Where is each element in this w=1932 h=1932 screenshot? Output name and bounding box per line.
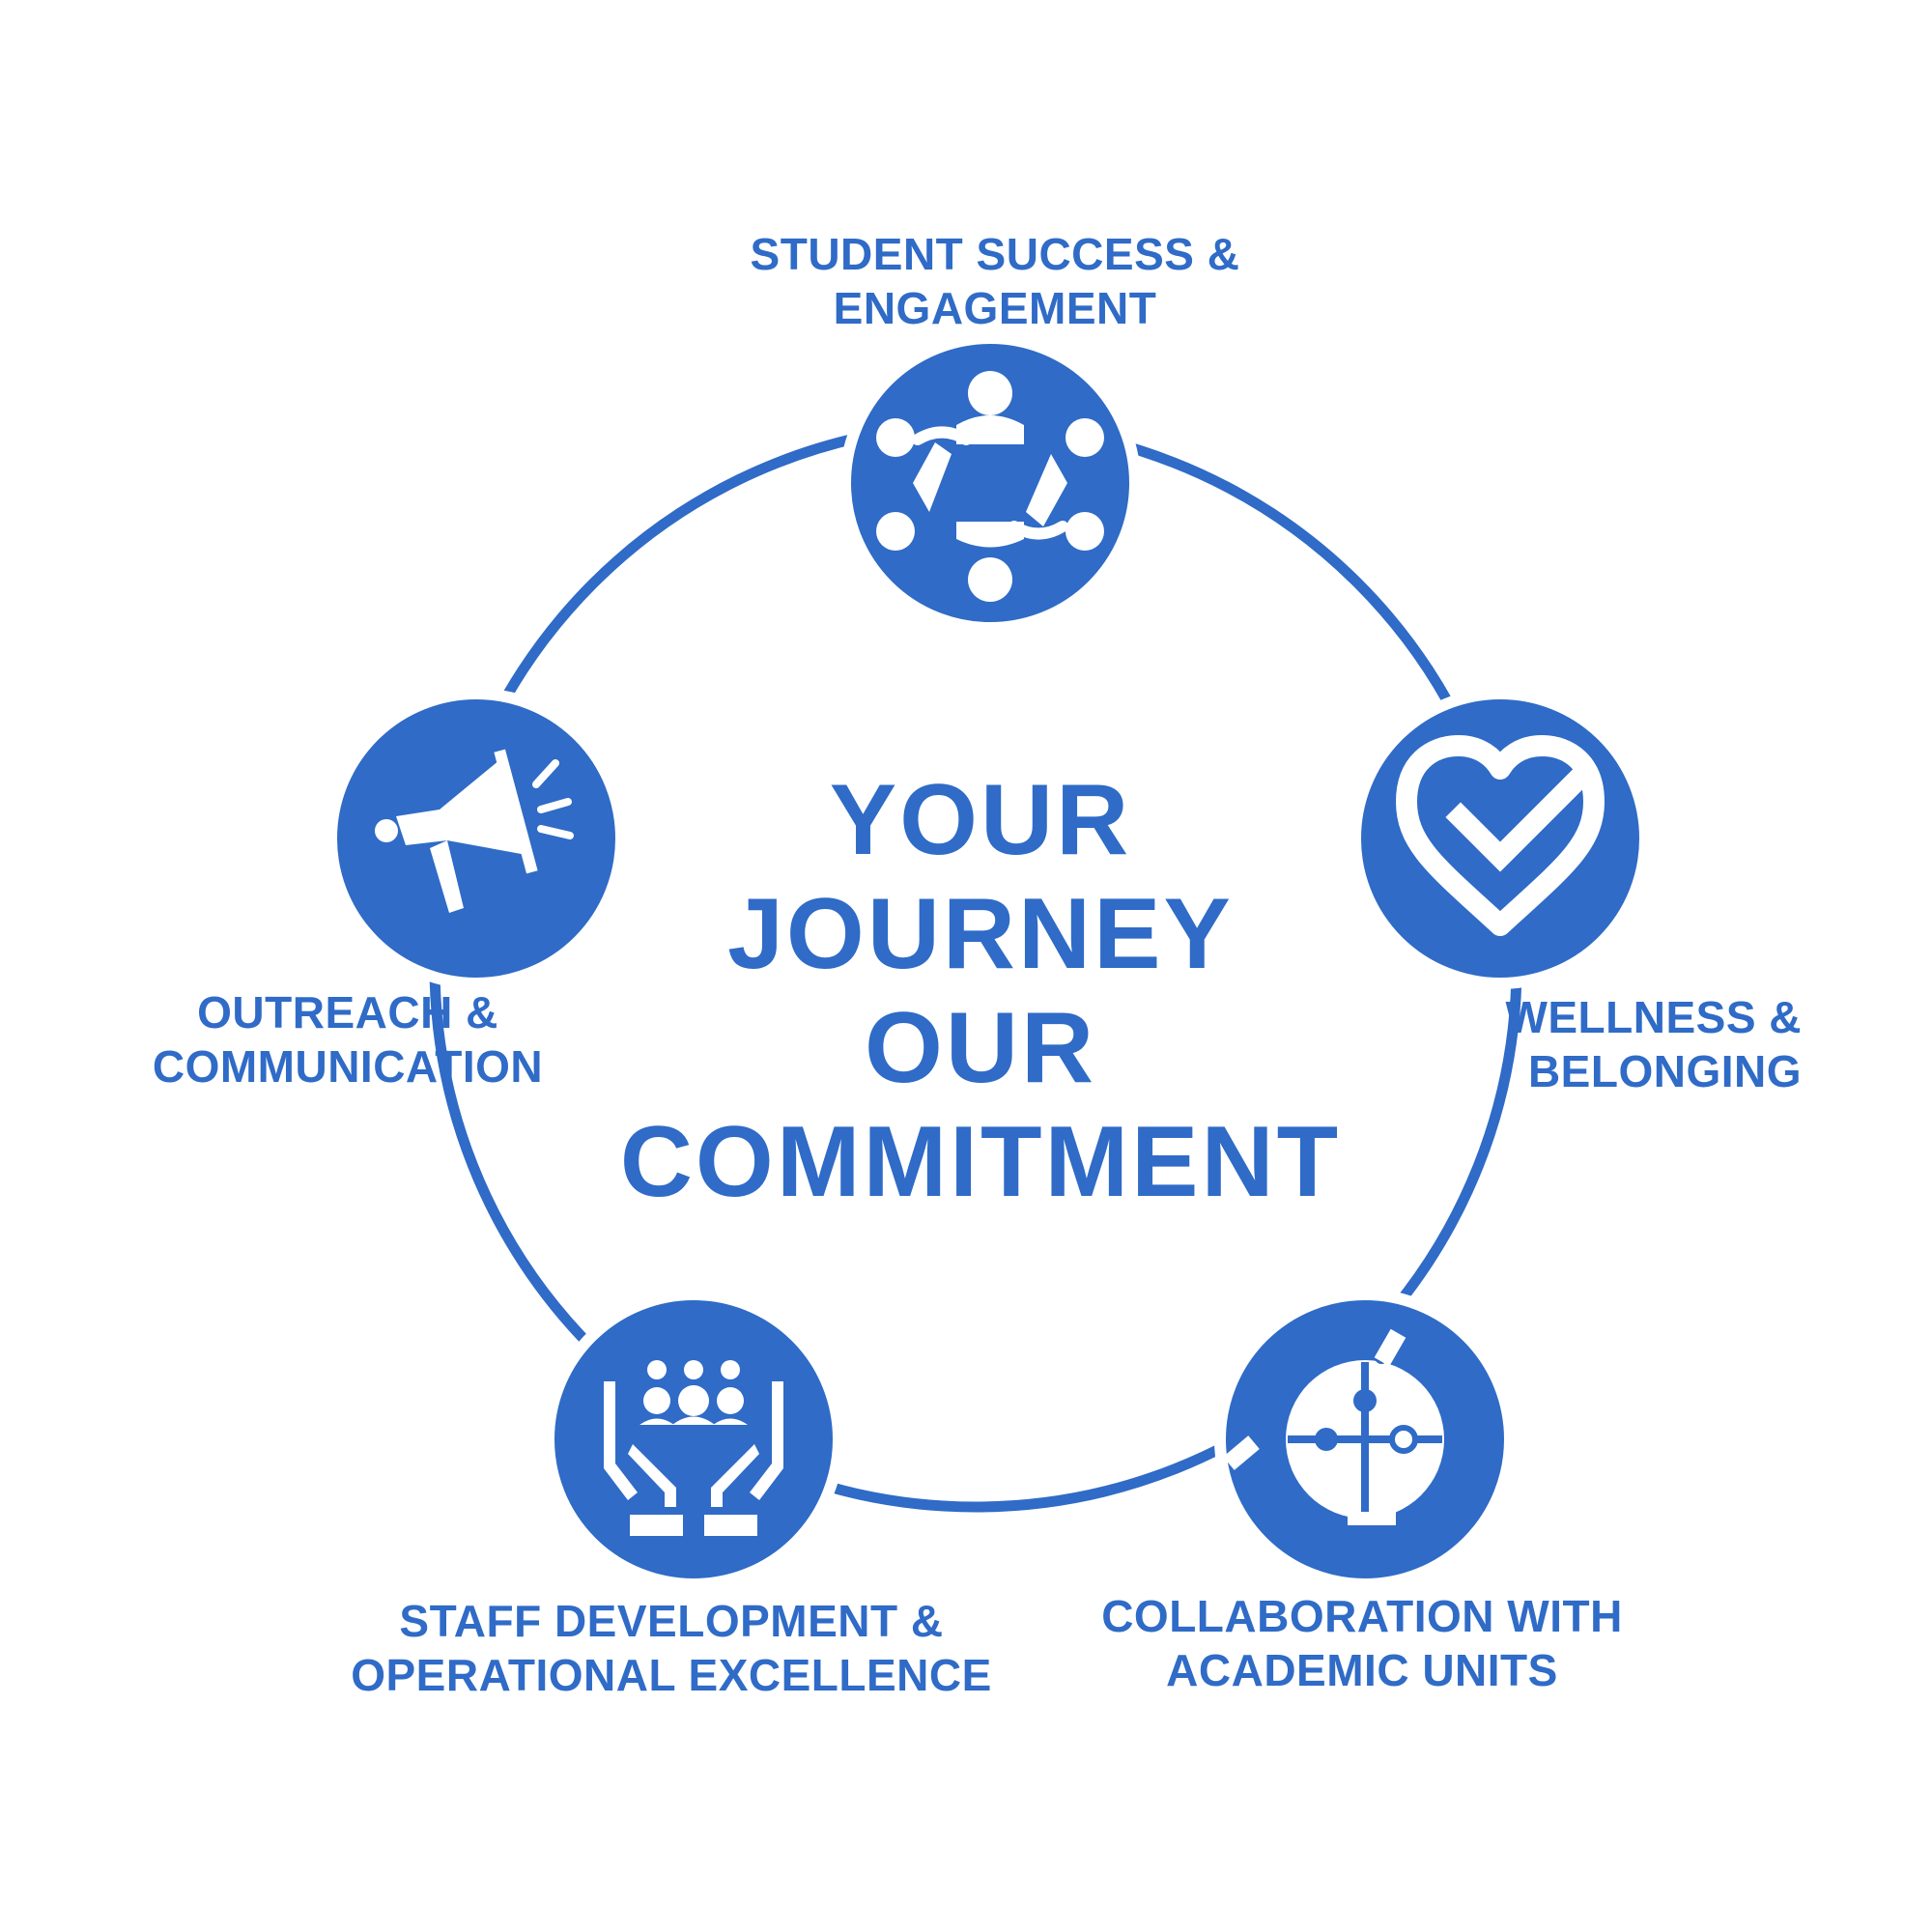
center-title-line: COMMITMENT <box>619 1106 1342 1218</box>
node-circle-staff-development <box>543 1289 844 1590</box>
label-line: BELONGING <box>1527 1046 1802 1096</box>
puzzle-hands-icon <box>1223 1328 1444 1545</box>
label-wellness: WELLNESS & BELONGING <box>1454 990 1802 1098</box>
node-outreach <box>326 688 627 989</box>
label-line: OPERATIONAL EXCELLENCE <box>351 1650 992 1700</box>
label-line: ENGAGEMENT <box>833 283 1157 333</box>
hands-team-icon <box>604 1360 783 1536</box>
label-line: OUTREACH & <box>197 987 498 1037</box>
center-title-line: JOURNEY <box>727 878 1234 990</box>
label-line: STUDENT SUCCESS & <box>750 229 1240 279</box>
node-student-success <box>839 332 1141 634</box>
label-line: COLLABORATION WITH <box>1101 1591 1623 1641</box>
label-line: STAFF DEVELOPMENT & <box>399 1596 944 1646</box>
center-title: YOUR JOURNEY OUR COMMITMENT <box>415 763 1546 1219</box>
center-title-line: YOUR <box>829 764 1132 876</box>
label-collaboration: COLLABORATION WITH ACADEMIC UNITS <box>1072 1589 1652 1697</box>
node-wellness <box>1350 688 1651 989</box>
heart-check-icon <box>1396 735 1605 936</box>
node-collaboration <box>1214 1289 1516 1590</box>
people-circle-icon <box>876 371 1104 602</box>
node-staff-development <box>543 1289 844 1590</box>
label-line: WELLNESS & <box>1505 992 1802 1042</box>
label-staff-development: STAFF DEVELOPMENT & OPERATIONAL EXCELLEN… <box>309 1594 1034 1702</box>
megaphone-icon <box>375 749 574 913</box>
node-circle-student-success <box>839 332 1141 634</box>
label-line: ACADEMIC UNITS <box>1166 1645 1558 1695</box>
center-title-line: OUR <box>864 992 1097 1104</box>
label-student-success: STUDENT SUCCESS & ENGAGEMENT <box>715 227 1275 335</box>
label-line: COMMUNICATION <box>152 1041 544 1092</box>
label-outreach: OUTREACH & COMMUNICATION <box>126 985 570 1094</box>
